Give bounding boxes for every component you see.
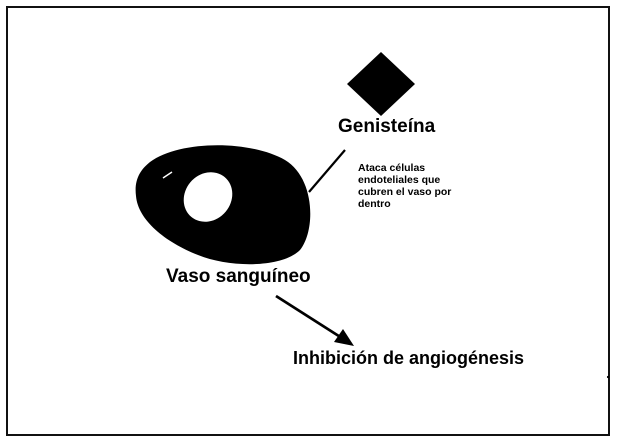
vessel-highlight (162, 171, 173, 179)
result-label: Inhibición de angiogénesis (293, 348, 525, 368)
compound-label: Genisteína (338, 116, 436, 137)
mechanism-note: Ataca células endoteliales que cubren el… (358, 162, 452, 210)
arrow-shaft (275, 294, 346, 342)
vessel-label: Vaso sanguíneo (166, 266, 311, 287)
arrow-head-icon (334, 329, 354, 346)
genistein-diamond-icon (347, 52, 415, 116)
scan-speck (606, 375, 610, 379)
vessel-lumen (183, 172, 233, 222)
connector-line (308, 149, 346, 193)
slide-frame (6, 6, 610, 436)
